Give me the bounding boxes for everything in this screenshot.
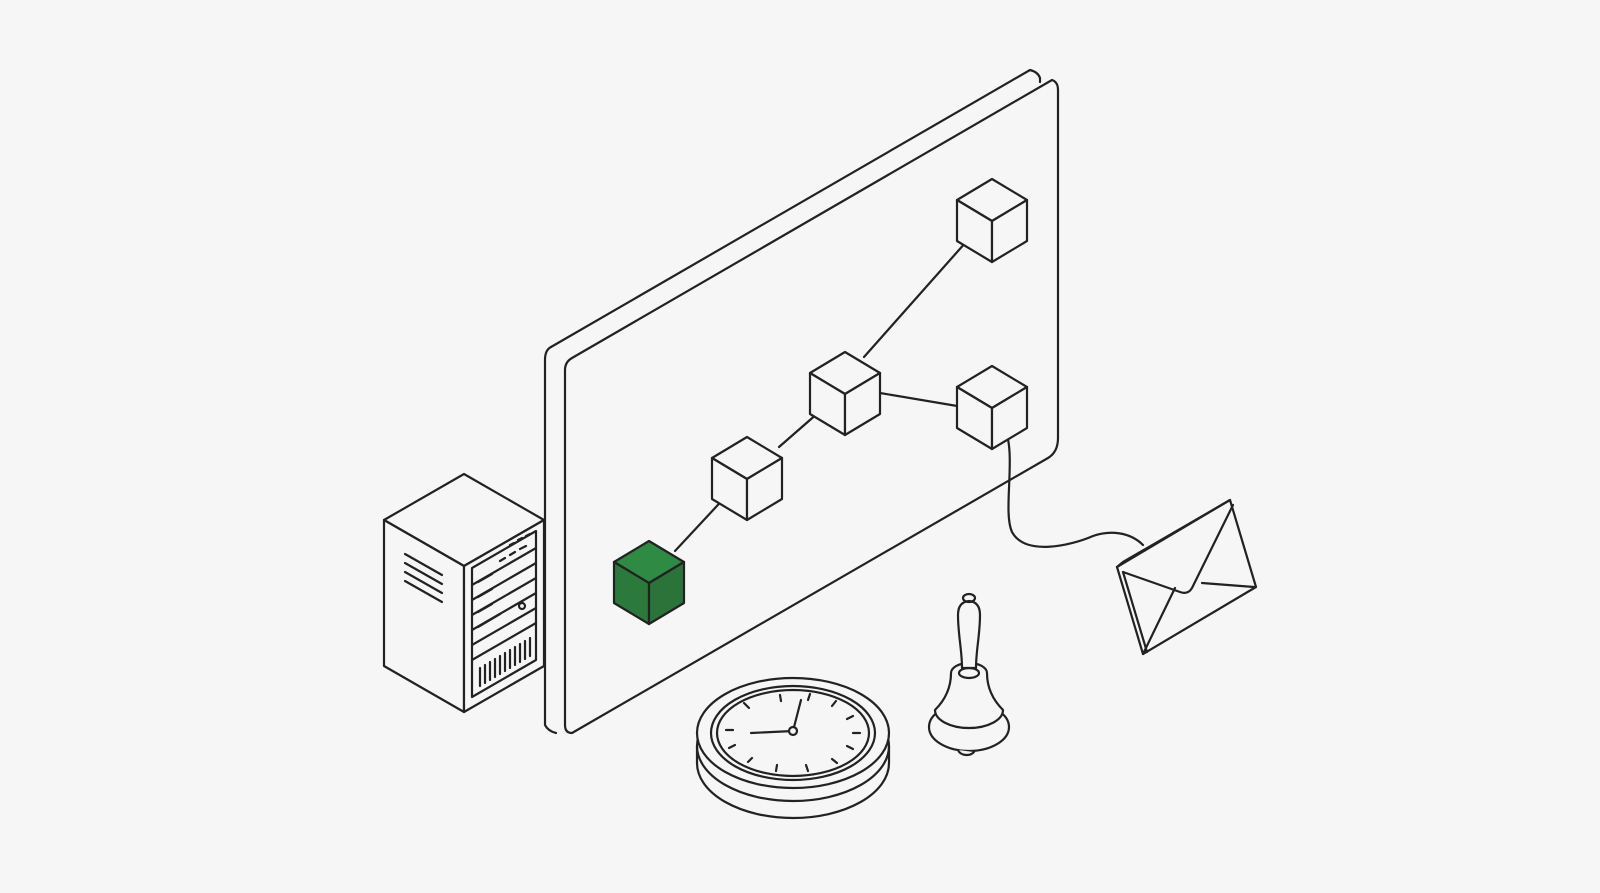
clock-icon <box>695 676 891 820</box>
cube-node-5 <box>955 364 1029 451</box>
envelope-icon <box>1115 498 1258 656</box>
cube-node-1 <box>612 539 686 626</box>
bell-icon <box>927 592 1011 757</box>
cube-node-4 <box>955 177 1029 264</box>
cube-node-2 <box>710 435 784 522</box>
node-connectors <box>673 231 1145 553</box>
server-rack-icon <box>382 472 546 714</box>
cube-node-3 <box>808 350 882 437</box>
